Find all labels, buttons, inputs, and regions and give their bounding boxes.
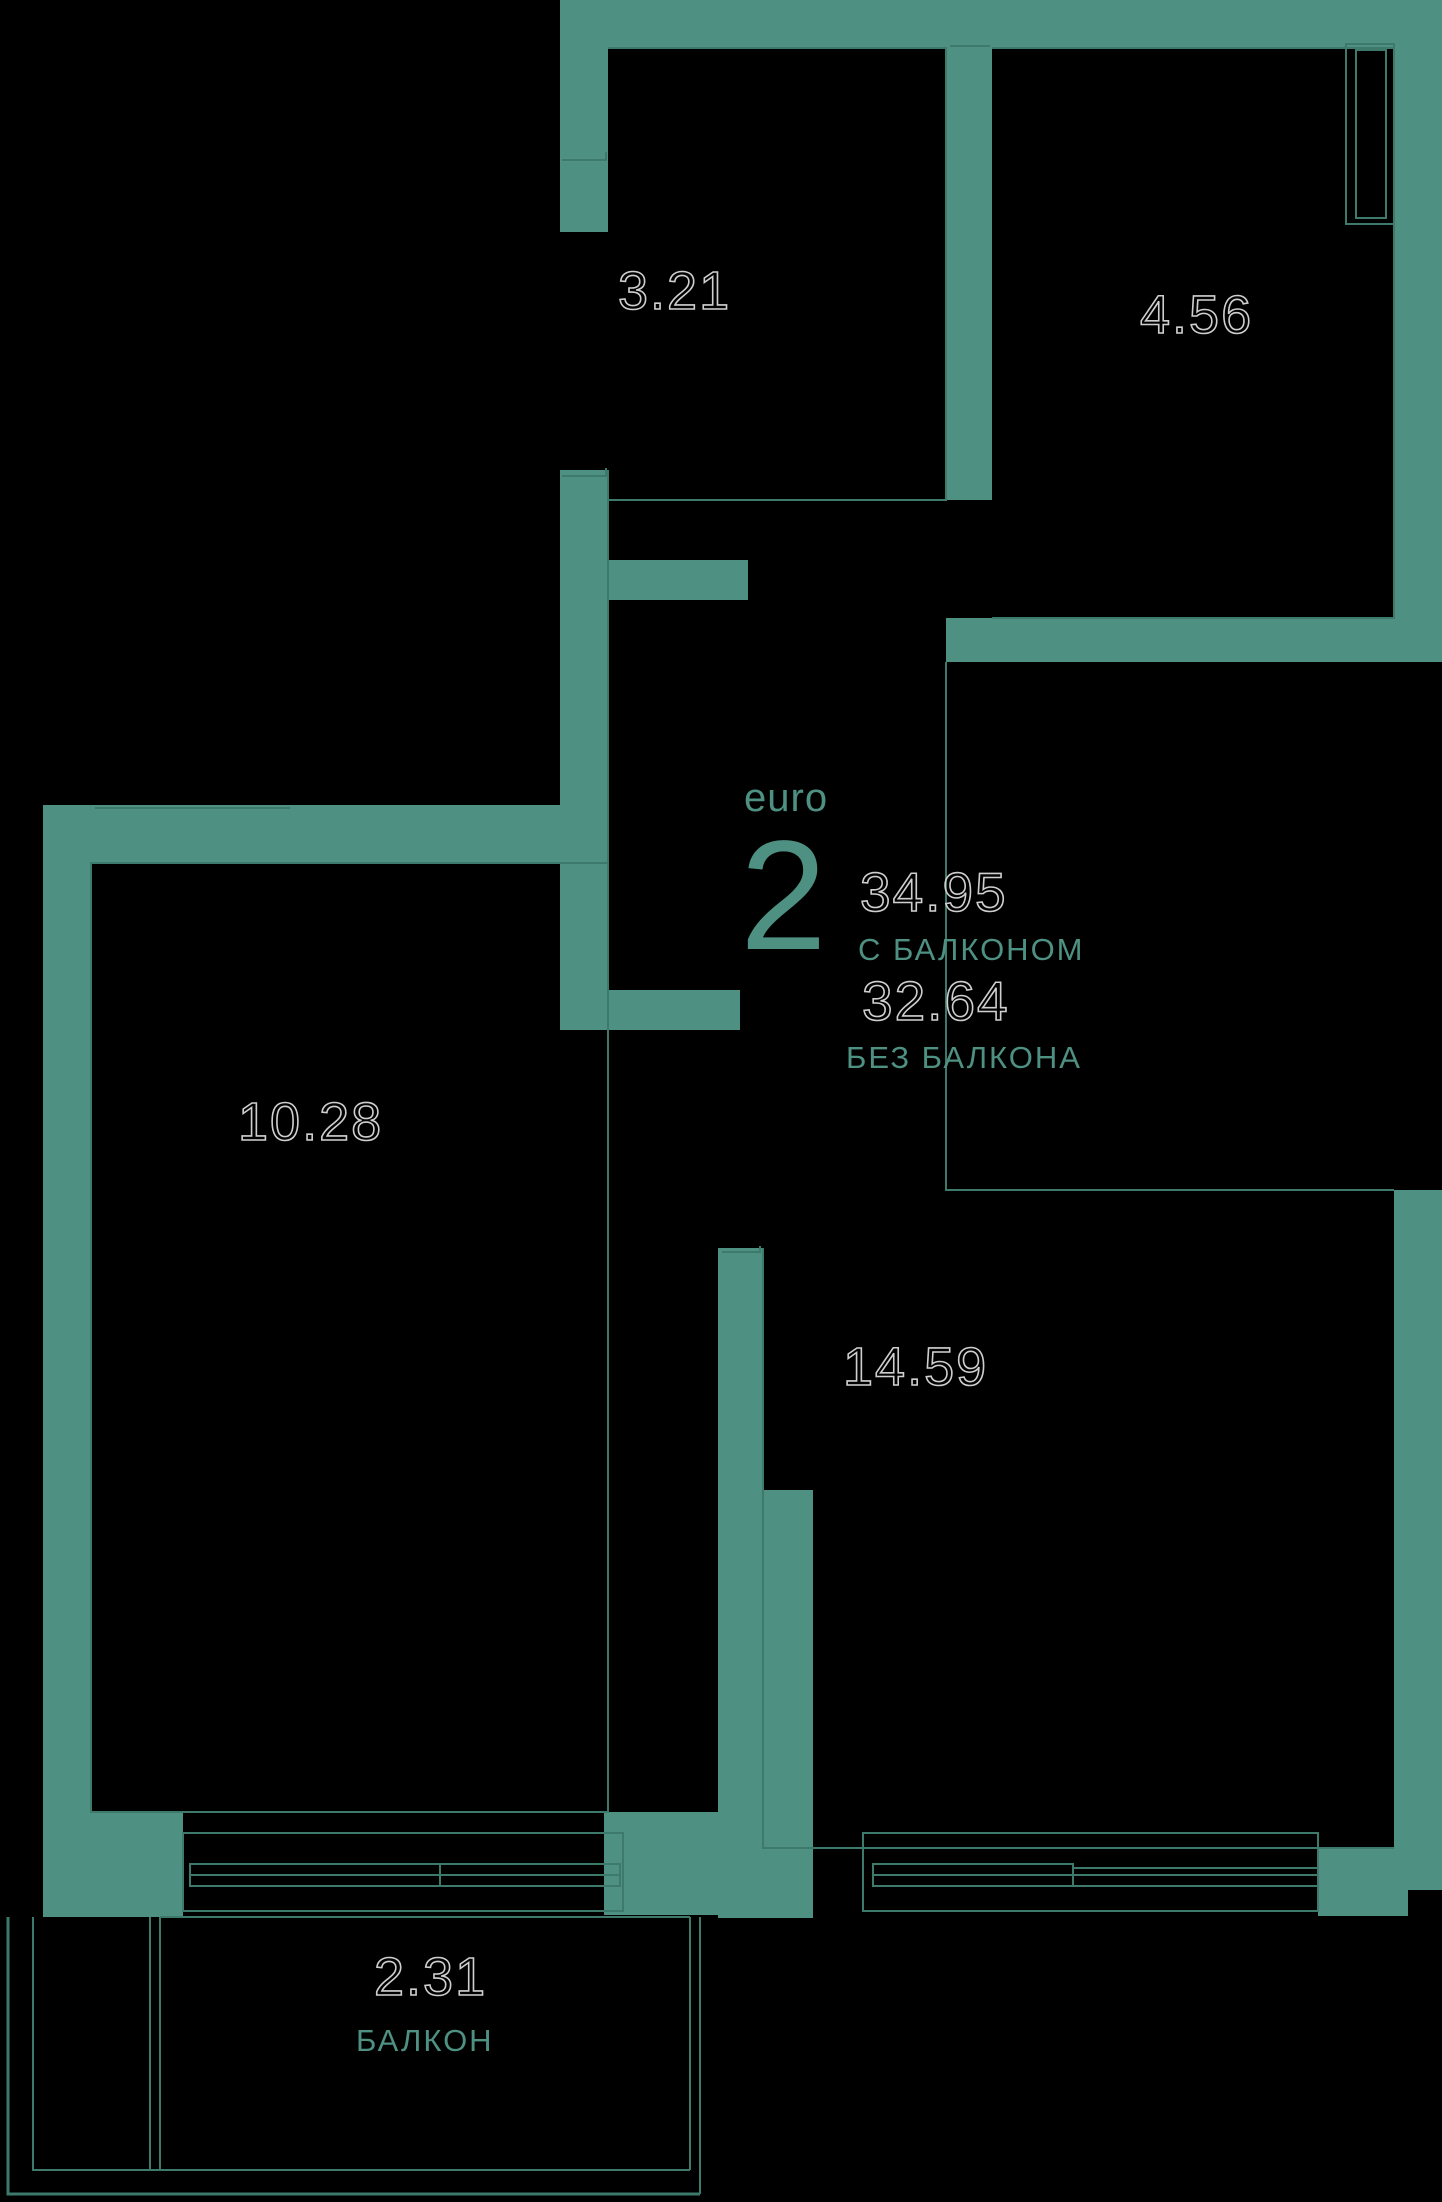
window-bedroom-frame bbox=[182, 1832, 624, 1912]
door-jamb-center-top bbox=[722, 1246, 761, 1253]
room-area-bedroom: 10.28 bbox=[237, 1092, 384, 1152]
wall-left-exterior bbox=[43, 805, 91, 1860]
window-living-frame bbox=[862, 1832, 1319, 1912]
wall-group bbox=[43, 0, 1442, 1918]
room-area-living-room: 14.59 bbox=[842, 1337, 989, 1397]
window-hall-outer bbox=[1345, 43, 1395, 225]
wall-bedroom-top bbox=[43, 805, 608, 863]
outline-balcony-inner bbox=[32, 1917, 690, 2171]
wall-bathroom-left bbox=[560, 0, 608, 232]
door-jamb-corridor-mid bbox=[562, 468, 607, 477]
outline-living-upper bbox=[945, 662, 1394, 1191]
outline-bathroom bbox=[608, 47, 947, 501]
room-area-hall: 4.56 bbox=[1139, 285, 1254, 345]
total-area-with-balcony: 34.95 bbox=[859, 861, 1008, 923]
outline-bedroom bbox=[90, 862, 609, 1813]
window-hall-inner bbox=[1355, 49, 1387, 219]
room-label-balcony: БАЛКОН bbox=[356, 2023, 494, 2058]
wall-corridor-stub bbox=[608, 560, 748, 600]
wall-top-exterior bbox=[560, 0, 1442, 48]
wall-right-exterior-upper bbox=[1394, 0, 1442, 662]
total-area-without-balcony-label: БЕЗ БАЛКОНА bbox=[846, 1040, 1082, 1075]
outline-balcony bbox=[6, 1917, 700, 2196]
window-living-sash-b bbox=[1072, 1867, 1319, 1887]
total-area-with-balcony-label: С БАЛКОНОМ bbox=[858, 932, 1085, 967]
wall-right-exterior-lower bbox=[1394, 1190, 1442, 1890]
room-area-bathroom: 3.21 bbox=[617, 261, 732, 321]
layout-type-label: euro bbox=[744, 776, 829, 820]
wall-bathroom-right bbox=[946, 40, 992, 500]
wall-bottom-pier-far-right bbox=[1318, 1848, 1408, 1916]
wall-corridor-left bbox=[560, 470, 608, 1030]
detail-line-group bbox=[6, 43, 1395, 2196]
wall-bottom-pier-right bbox=[604, 1812, 764, 1915]
outline-living bbox=[762, 1248, 1394, 1849]
wall-hall-bottom bbox=[946, 618, 1396, 662]
outline-hall bbox=[992, 47, 1395, 619]
door-jamb-corridor-top bbox=[562, 152, 607, 161]
rooms-count: 2 bbox=[740, 809, 827, 983]
wall-corridor-bottom-stub bbox=[608, 990, 740, 1030]
room-area-balcony: 2.31 bbox=[373, 1947, 488, 2007]
total-area-without-balcony: 32.64 bbox=[861, 970, 1010, 1032]
wall-bottom-pier-left bbox=[43, 1812, 183, 1915]
